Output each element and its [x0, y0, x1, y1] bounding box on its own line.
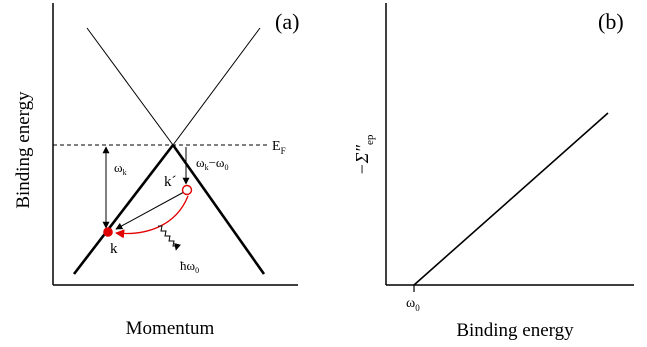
- panel-a: EF ωk ωk−ω0 k´ ħω0 k (a) Binding energy …: [13, 3, 299, 339]
- k-label: k: [110, 241, 118, 257]
- omega-difference-label: ωk−ω0: [196, 155, 228, 172]
- k-prime-label: k´: [164, 174, 177, 190]
- omega-k-label: ωk: [114, 160, 127, 177]
- panel-b-x-axis-label: Binding energy: [456, 320, 574, 341]
- omega0-tick-label: ω0: [406, 296, 420, 313]
- scattering-arrow: [115, 191, 185, 230]
- initial-state-open-circle: [181, 184, 193, 196]
- thin-band-right: [172, 27, 261, 146]
- phonon-wavy-arrow: [158, 225, 181, 251]
- final-state-filled-circle: [103, 227, 113, 237]
- red-curved-arrow: [115, 195, 189, 239]
- thick-band-right: [171, 144, 266, 275]
- self-energy-line: [413, 112, 609, 286]
- phonon-label: ħω0: [180, 258, 199, 275]
- panel-a-tag: (a): [275, 9, 299, 34]
- panel-b: ω0 (b) −Σ″ep Binding energy: [352, 3, 634, 341]
- panel-a-y-axis-label: Binding energy: [13, 91, 34, 209]
- panel-b-y-axis-label: −Σ″ep: [352, 134, 376, 175]
- panel-a-x-axis-label: Momentum: [126, 318, 215, 339]
- fermi-level-label: EF: [272, 139, 286, 156]
- panel-b-tag: (b): [598, 9, 624, 34]
- thin-band-left: [86, 27, 174, 146]
- thick-band-left: [72, 144, 175, 275]
